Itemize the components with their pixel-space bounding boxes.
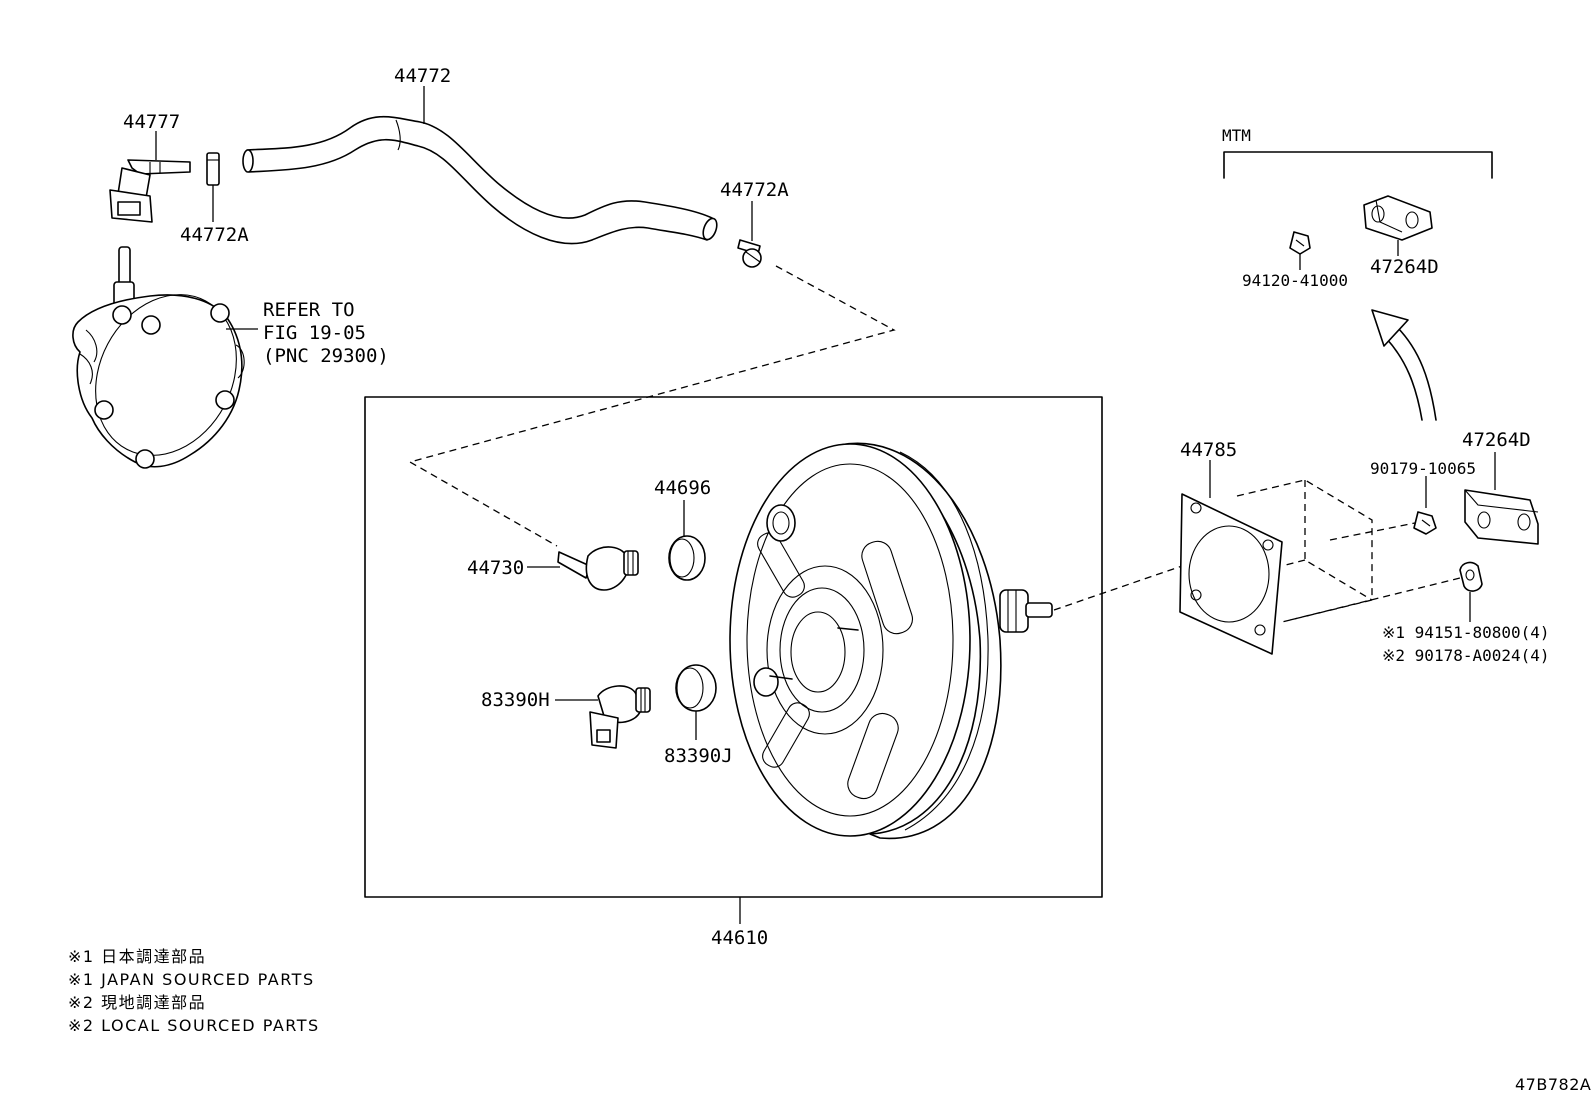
- refer-line-2: FIG 19-05: [263, 322, 366, 344]
- nut-90179-10065: [1413, 511, 1437, 535]
- label-44696: 44696: [654, 477, 711, 499]
- label-90178-A0024: ※2 90178-A0024(4): [1382, 646, 1550, 665]
- label-mtm: MTM: [1222, 126, 1251, 145]
- gasket-44785: [1179, 493, 1283, 655]
- label-83390H: 83390H: [481, 689, 550, 711]
- label-83390J: 83390J: [664, 745, 733, 767]
- vacuum-hose-44772: [242, 115, 718, 245]
- direction-arrow: [1371, 309, 1437, 421]
- refer-line-1: REFER TO: [263, 299, 355, 321]
- note-3: ※2 現地調達部品: [68, 993, 206, 1012]
- connector-44777-illustration: [109, 159, 191, 223]
- label-44730: 44730: [467, 557, 524, 579]
- note-4: ※2 LOCAL SOURCED PARTS: [68, 1016, 320, 1035]
- bracket-47264D-lower: [1464, 489, 1539, 545]
- label-44785: 44785: [1180, 439, 1237, 461]
- figure-code: 47B782A: [1515, 1075, 1591, 1094]
- label-47264D-lower: 47264D: [1462, 429, 1531, 451]
- clip-44772A-small: [206, 152, 220, 186]
- label-44772: 44772: [394, 65, 451, 87]
- booster-assembly-frame: [364, 396, 1103, 898]
- brake-booster-44610: [729, 442, 1053, 840]
- mtm-bracket: [1223, 151, 1493, 179]
- label-94151-80800: ※1 94151-80800(4): [1382, 623, 1550, 642]
- check-valve-44730: [557, 546, 639, 591]
- label-44610: 44610: [711, 927, 768, 949]
- label-90179-10065: 90179-10065: [1370, 459, 1476, 478]
- sensor-83390H: [589, 685, 651, 749]
- grommet-44696: [668, 535, 706, 581]
- label-44772A-right: 44772A: [720, 179, 789, 201]
- label-44777: 44777: [123, 111, 180, 133]
- clamp-44772A: [737, 239, 762, 268]
- note-2: ※1 JAPAN SOURCED PARTS: [68, 970, 315, 989]
- grommet-83390J: [675, 664, 717, 712]
- collar-94151-90178: [1459, 561, 1483, 592]
- vacuum-pump-illustration: [72, 246, 245, 469]
- label-94120-41000: 94120-41000: [1242, 271, 1348, 290]
- bracket-47264D-upper: [1363, 195, 1433, 241]
- label-44772A-left: 44772A: [180, 224, 249, 246]
- refer-line-3: (PNC 29300): [263, 345, 389, 367]
- nut-94120-41000: [1289, 231, 1311, 255]
- note-1: ※1 日本調達部品: [68, 947, 206, 966]
- label-47264D-upper: 47264D: [1370, 256, 1439, 278]
